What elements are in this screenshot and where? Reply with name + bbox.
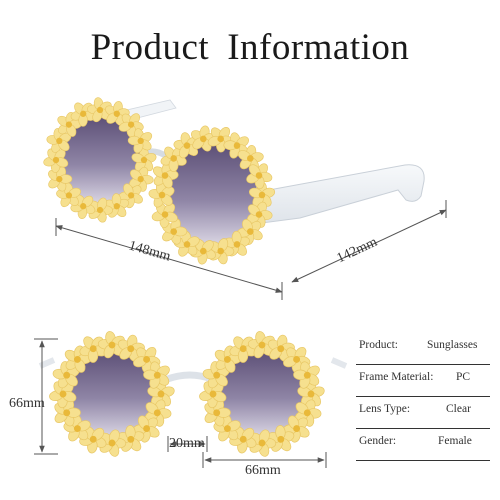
spec-row-frame-material: Frame Material: PC xyxy=(356,365,490,397)
spec-label-gender: Gender: xyxy=(359,435,397,447)
title-word-information: Information xyxy=(227,27,410,68)
page-title: Product Information xyxy=(0,26,500,69)
right-hinge xyxy=(330,357,348,369)
spec-label-frame-material: Frame Material: xyxy=(359,371,434,383)
spec-value-frame-material: PC xyxy=(456,371,471,383)
spec-label-product: Product: xyxy=(359,339,398,351)
lens-width-label: 66mm xyxy=(245,463,281,478)
title-word-product: Product xyxy=(90,27,210,68)
bridge-width-label: 20mm xyxy=(169,436,205,451)
spec-row-gender: Gender: Female xyxy=(356,429,490,461)
spec-row-lens-type: Lens Type: Clear xyxy=(356,397,490,429)
top-glasses-view xyxy=(41,94,447,300)
spec-table: Product: Sunglasses Frame Material: PC L… xyxy=(356,333,490,461)
frame-width-arrow xyxy=(55,225,283,293)
spec-label-lens-type: Lens Type: xyxy=(359,403,411,415)
spec-value-product: Sunglasses xyxy=(427,339,478,351)
front-glasses-view xyxy=(34,328,348,468)
front-right-lens xyxy=(218,350,306,438)
spec-value-lens-type: Clear xyxy=(446,403,471,415)
temple-arm xyxy=(257,164,425,224)
temple-length-arrow xyxy=(291,209,447,283)
left-lens xyxy=(60,115,140,205)
spec-row-product: Product: Sunglasses xyxy=(356,333,490,365)
right-lens xyxy=(167,143,257,247)
lens-height-label: 66mm xyxy=(9,396,45,411)
front-left-lens xyxy=(68,350,156,438)
spec-value-gender: Female xyxy=(438,435,472,447)
